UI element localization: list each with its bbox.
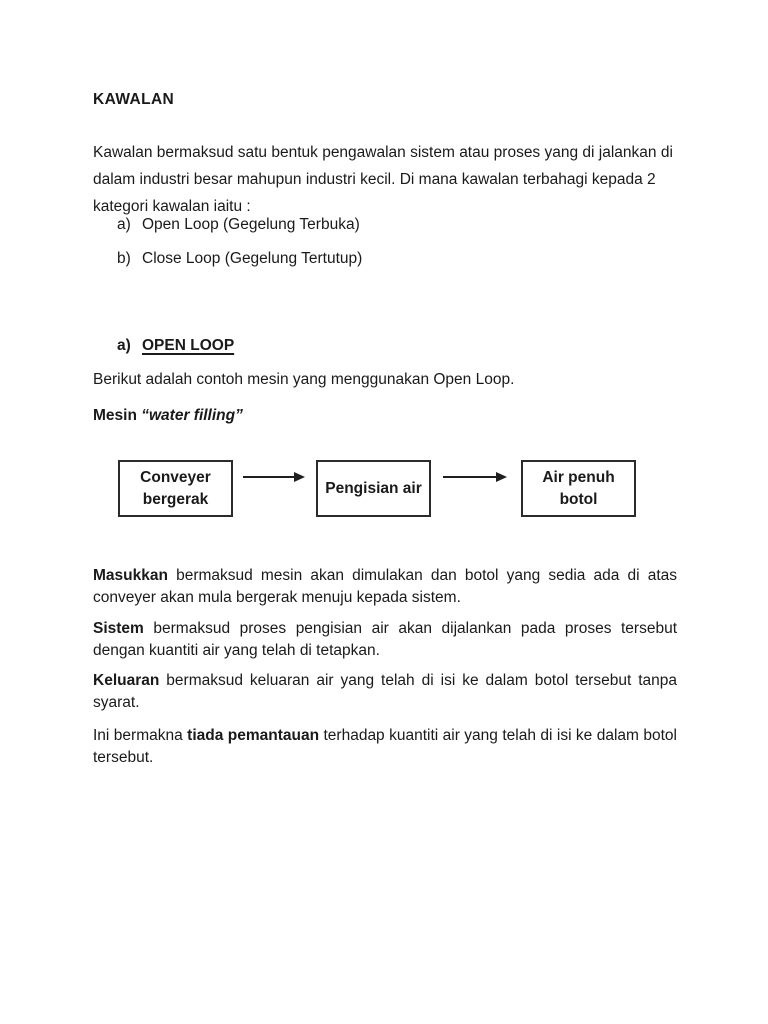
heading-marker: a) [117, 337, 131, 354]
machine-label: Mesin “water filling” [93, 405, 243, 427]
text-run: tiada pemantauan [187, 727, 320, 744]
intro-paragraph: Kawalan bermaksud satu bentuk pengawalan… [93, 144, 673, 215]
text-run: “water filling” [141, 407, 243, 424]
list-item-close-loop: b) Close Loop (Gegelung Tertutup) [117, 248, 362, 270]
paragraph-ini-bermakna: Ini bermakna tiada pemantauan terhadap k… [93, 725, 677, 769]
flow-box-pengisian: Pengisian air [316, 460, 431, 517]
flow-box-label: Air penuh botol [542, 468, 615, 508]
text-run: bermaksud proses pengisian air akan dija… [93, 620, 677, 659]
flow-box-conveyer: Conveyer bergerak [118, 460, 233, 517]
flow-box-air-penuh: Air penuh botol [521, 460, 636, 517]
flow-box-label: Pengisian air [325, 479, 422, 497]
text-run: Ini bermakna [93, 727, 188, 744]
arrow-right-icon [243, 472, 305, 482]
list-item-open-loop: a) Open Loop (Gegelung Terbuka) [117, 214, 360, 236]
text-run: terhadap kuantiti air yang telah di isi … [93, 727, 677, 766]
text-run: bermaksud keluaran air yang telah di isi… [93, 672, 677, 711]
text-run: Mesin [93, 407, 142, 424]
flow-box-label: Conveyer bergerak [140, 468, 211, 508]
paragraph-masukkan: Masukkan bermaksud mesin akan dimulakan … [93, 565, 677, 609]
paragraph-sistem: Sistem bermaksud proses pengisian air ak… [93, 618, 677, 662]
list-item-label: Close Loop (Gegelung Tertutup) [142, 250, 363, 267]
text-run: bermaksud mesin akan dimulakan dan botol… [93, 567, 677, 606]
list-item-label: Open Loop (Gegelung Terbuka) [142, 216, 360, 233]
section-lead-line: Berikut adalah contoh mesin yang menggun… [93, 371, 515, 388]
page-title: KAWALAN [93, 91, 175, 108]
heading-text: OPEN LOOP [142, 337, 235, 354]
text-run: Keluaran [93, 672, 160, 689]
list-marker: b) [117, 250, 131, 267]
section-heading-open-loop: a) OPEN LOOP [117, 335, 234, 357]
text-run: Sistem [93, 620, 144, 637]
arrow-right-icon [443, 472, 507, 482]
paragraph-keluaran: Keluaran bermaksud keluaran air yang tel… [93, 670, 677, 714]
list-marker: a) [117, 216, 131, 233]
text-run: Masukkan [93, 567, 168, 584]
